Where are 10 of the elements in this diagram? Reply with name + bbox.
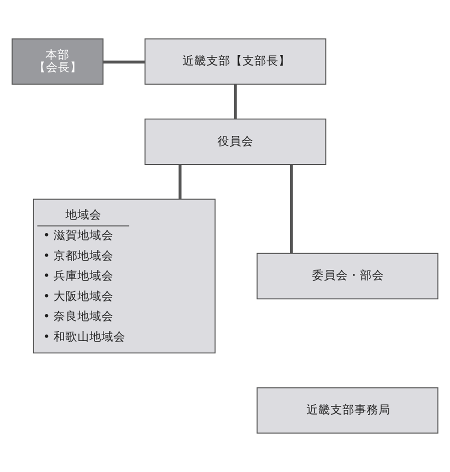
connector xyxy=(290,164,293,254)
connector xyxy=(178,164,182,200)
node-box: 本部 【会長】 xyxy=(12,38,104,85)
node-box: 役員会 xyxy=(144,118,326,165)
node-box: 近畿支部事務局 xyxy=(256,387,438,434)
connector xyxy=(103,60,145,64)
node-box: 地域会 • 滋賀地域会 • 京都地域会 • 兵庫地域会 • 大阪地域会 • 奈良地域会 • 和歌山地域会 xyxy=(32,198,216,354)
node-box: 近畿支部【支部長】 xyxy=(144,38,326,85)
node-box: 委員会・部会 xyxy=(256,252,438,300)
connector xyxy=(234,84,237,119)
